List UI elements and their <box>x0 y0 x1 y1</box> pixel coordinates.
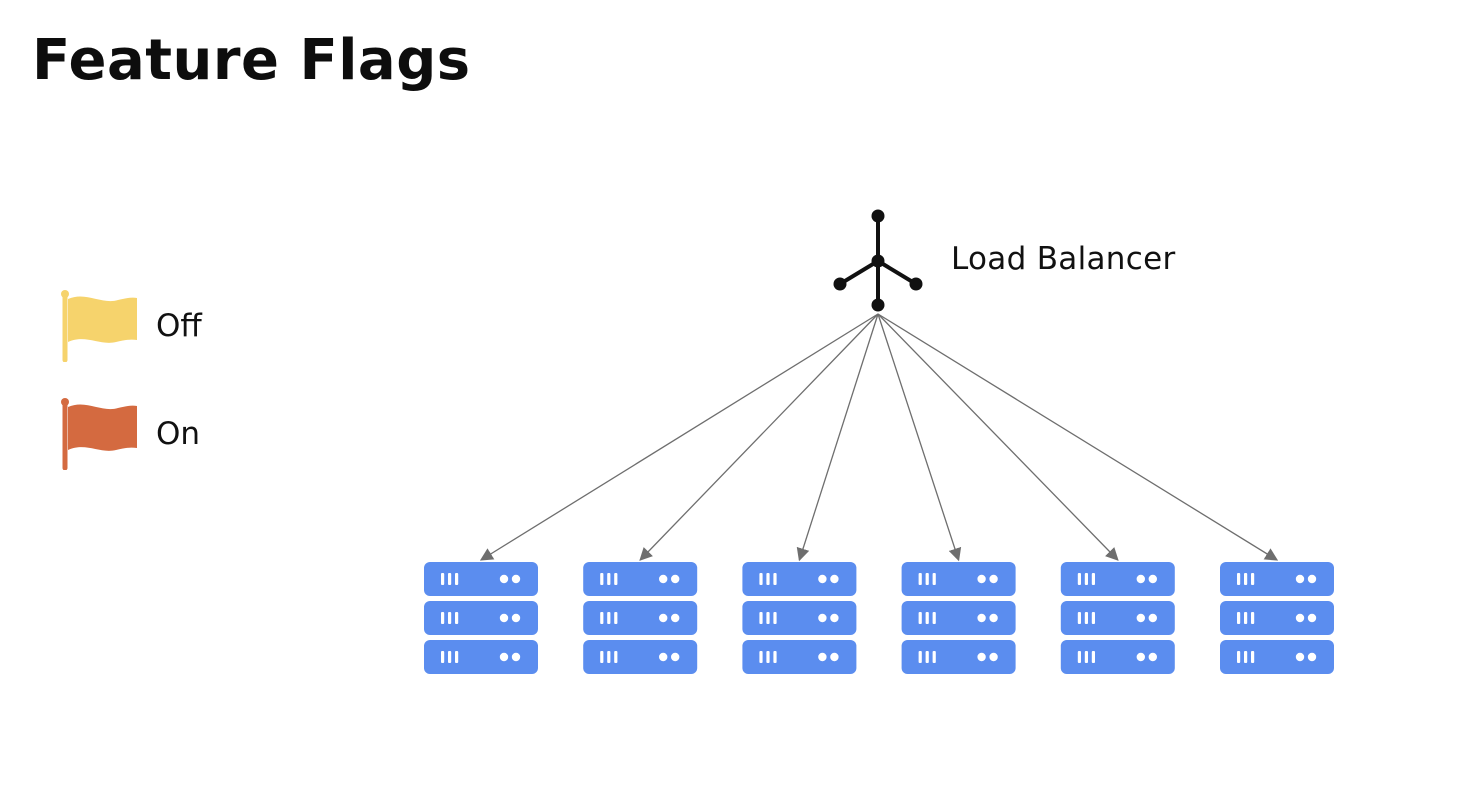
server-unit <box>742 601 857 635</box>
flag-cloth <box>68 296 137 343</box>
server-unit <box>1060 601 1175 635</box>
server-rack-icon <box>424 562 538 674</box>
server-unit <box>424 562 538 596</box>
server-unit <box>1060 562 1175 596</box>
server-unit <box>1220 562 1334 596</box>
flag-knob <box>61 290 69 298</box>
load-balancer-label: Load Balancer <box>951 241 1176 277</box>
server-unit <box>583 562 698 596</box>
server-rack-icon <box>1060 562 1175 674</box>
flag-off-icon <box>61 290 137 362</box>
connection-arrow <box>796 313 879 562</box>
connection-arrows <box>479 313 1279 562</box>
flag-on-icon <box>61 398 137 470</box>
connection-arrow <box>639 313 879 561</box>
server-unit <box>1060 640 1175 674</box>
server-unit <box>583 640 698 674</box>
connection-arrow <box>877 313 962 562</box>
connection-arrow <box>479 313 879 561</box>
server-unit <box>742 640 857 674</box>
legend-item-off: Off <box>58 290 202 362</box>
server-rack-icon <box>742 562 857 674</box>
server-rack-icon <box>1220 562 1334 674</box>
server-rack-icon <box>901 562 1016 674</box>
server-unit <box>424 640 538 674</box>
server-unit <box>742 562 857 596</box>
page-title: Feature Flags <box>32 28 471 93</box>
connection-arrow <box>877 313 1119 561</box>
server-unit <box>901 601 1016 635</box>
legend-label-on: On <box>156 416 201 452</box>
flag-cloth <box>68 404 137 451</box>
flag-knob <box>61 398 69 406</box>
load-balancer-icon <box>833 209 923 312</box>
server-unit <box>1220 601 1334 635</box>
server-unit <box>901 562 1016 596</box>
legend-item-on: On <box>58 398 200 470</box>
server-unit <box>424 601 538 635</box>
server-stacks <box>424 562 1334 674</box>
server-unit <box>901 640 1016 674</box>
server-unit <box>1220 640 1334 674</box>
connection-arrow <box>877 313 1279 561</box>
server-unit <box>583 601 698 635</box>
legend-label-off: Off <box>156 308 202 344</box>
server-rack-icon <box>583 562 698 674</box>
